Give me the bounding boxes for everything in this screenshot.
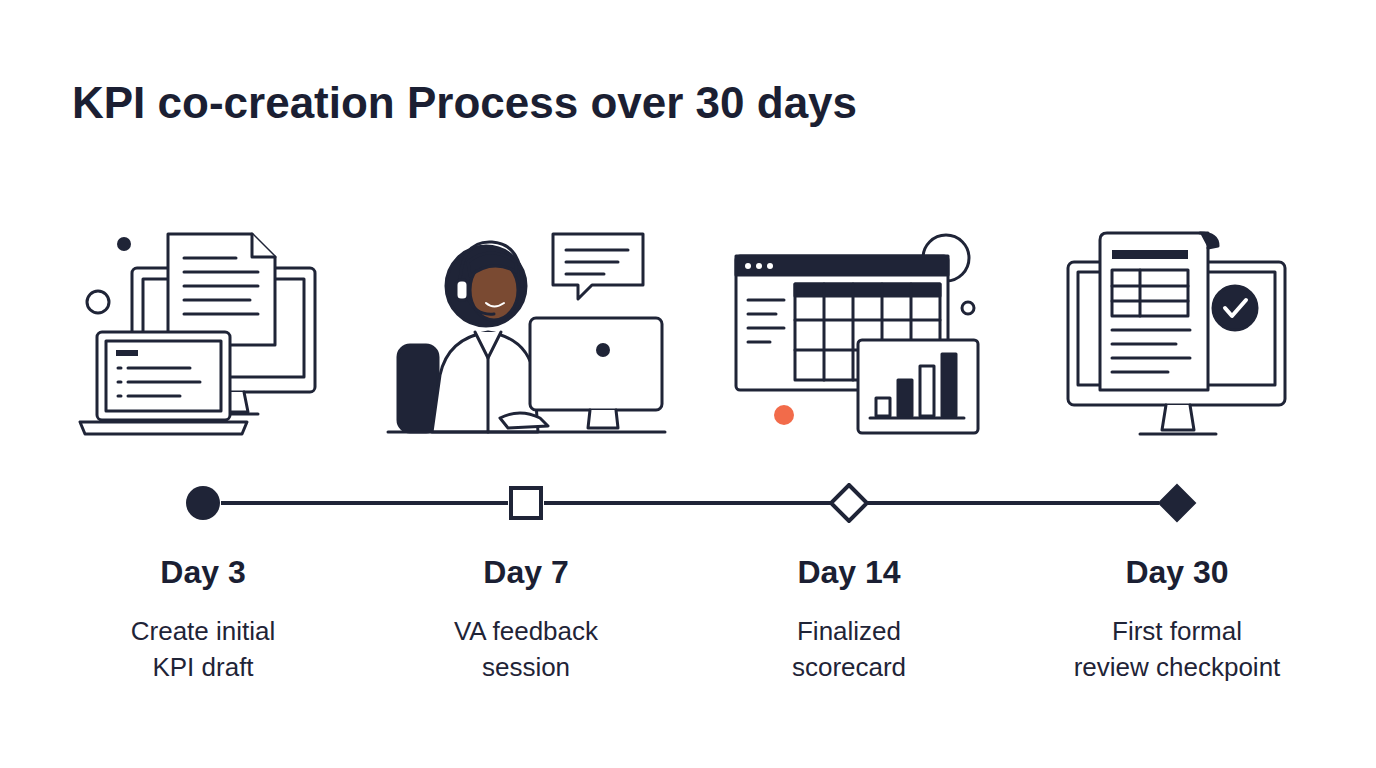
- timeline-marker: [183, 483, 223, 523]
- calendar-chart-icon-part: [736, 256, 948, 275]
- marker-shape: [831, 485, 867, 521]
- calendar-chart-icon-part: [767, 263, 773, 269]
- milestone-description: VA feedback session: [426, 613, 626, 685]
- diagram-title: KPI co-creation Process over 30 days: [72, 77, 857, 129]
- timeline-milestone: Day 3 Create initial KPI draft: [111, 483, 296, 685]
- calendar-chart-icon-part: [942, 354, 956, 416]
- person-icon-part: [456, 280, 468, 300]
- calendar-chart-icon-part: [795, 284, 940, 296]
- calendar-chart-icon-part: [870, 417, 964, 420]
- calendar-chart-icon-part: [774, 405, 794, 425]
- review-icon-part: [1112, 270, 1188, 316]
- review-icon-part: [1112, 250, 1188, 259]
- milestone-description: First formal review checkpoint: [1072, 613, 1282, 685]
- marker-shape: [186, 486, 220, 520]
- documents-icon-part: [80, 422, 247, 434]
- documents-icon-part: [118, 368, 200, 396]
- calendar-chart-icon-part: [858, 340, 978, 433]
- calendar-chart-icon-part: [876, 398, 890, 416]
- timeline-segment: [221, 501, 508, 505]
- day-label: Day 3: [111, 552, 296, 592]
- documents-icon-part: [117, 237, 131, 251]
- calendar-chart-icon-part: [756, 263, 762, 269]
- marker-shape: [1159, 485, 1195, 521]
- person-icon-part: [530, 318, 662, 410]
- documents-icon-part: [106, 341, 221, 411]
- person-icon-part: [460, 242, 522, 286]
- person-icon-part: [398, 345, 438, 432]
- review-icon-part: [1100, 233, 1208, 390]
- review-icon-part: [1112, 330, 1190, 372]
- documents-icon-part: [97, 332, 230, 420]
- review-icon-part: [1112, 270, 1188, 316]
- person-icon-part: [487, 358, 490, 432]
- documents-icon: [80, 234, 315, 434]
- calendar-chart-icon: [736, 235, 978, 433]
- day-label: Day 7: [426, 552, 626, 592]
- marker-shape: [511, 488, 541, 518]
- illustration-part: [80, 233, 1285, 434]
- day-label: Day 30: [1072, 552, 1282, 592]
- person-icon-part: [596, 343, 610, 357]
- person-icon-part: [566, 250, 628, 274]
- calendar-chart-icon-part: [898, 380, 912, 416]
- person-icon-part: [475, 332, 501, 358]
- review-icon-part: [1140, 433, 1216, 436]
- person-icon-part: [588, 410, 618, 428]
- review-icon-part: [1162, 405, 1194, 430]
- milestone-description: Finalized scorecard: [749, 613, 949, 685]
- timeline-segment: [867, 501, 1159, 505]
- review-icon-part: [1213, 286, 1257, 330]
- timeline-marker: [829, 483, 869, 523]
- timeline-milestone: Day 30 First formal review checkpoint: [1072, 483, 1282, 685]
- documents-icon-part: [168, 234, 275, 345]
- timeline-segment: [544, 501, 831, 505]
- calendar-chart-icon-part: [962, 302, 974, 314]
- timeline-milestone: Day 14 Finalized scorecard: [749, 483, 949, 685]
- person-icon: [388, 234, 665, 432]
- documents-icon-part: [87, 291, 109, 313]
- documents-icon-part: [252, 234, 275, 257]
- timeline-milestone: Day 7 VA feedback session: [426, 483, 626, 685]
- person-icon-part: [500, 413, 548, 428]
- review-icon: [1068, 233, 1285, 434]
- calendar-chart-icon-part: [748, 300, 784, 342]
- documents-icon-part: [116, 350, 138, 356]
- timeline-marker: [506, 483, 546, 523]
- timeline-marker: [1157, 483, 1197, 523]
- day-label: Day 14: [749, 552, 949, 592]
- calendar-chart-icon-part: [920, 366, 934, 416]
- calendar-chart-icon-part: [745, 263, 751, 269]
- person-icon-part: [468, 253, 516, 276]
- person-icon-part: [553, 234, 643, 299]
- documents-icon-part: [184, 258, 258, 314]
- review-icon-part: [1225, 300, 1246, 316]
- milestone-description: Create initial KPI draft: [111, 613, 296, 685]
- person-icon-part: [446, 246, 526, 326]
- review-icon-part: [1200, 233, 1218, 248]
- person-icon-part: [388, 431, 665, 434]
- person-icon-part: [486, 303, 504, 307]
